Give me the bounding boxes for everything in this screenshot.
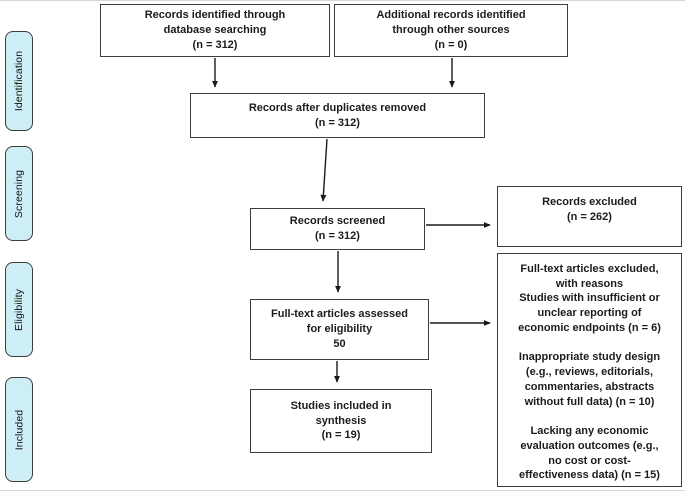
box-fulltext-assessed: Full-text articles assessed for eligibil… <box>250 299 429 360</box>
box-records-after-duplicates-removed: Records after duplicates removed (n = 31… <box>190 93 485 138</box>
stage-label-identification: Identification <box>5 31 33 131</box>
stage-label-included: Included <box>5 377 33 482</box>
stage-label-text: Eligibility <box>13 288 26 331</box>
stage-label-text: Identification <box>13 50 26 112</box>
arrow-duplicates-to-screened <box>320 138 328 202</box>
box-records-screened: Records screened (n = 312) <box>250 208 425 250</box>
box-records-identified-database: Records identified through database sear… <box>100 4 330 57</box>
box-studies-included-synthesis: Studies included in synthesis (n = 19) <box>250 389 432 453</box>
stage-label-text: Included <box>13 409 25 450</box>
stage-label-eligibility: Eligibility <box>5 262 33 357</box>
stage-label-screening: Screening <box>5 146 33 241</box>
box-records-excluded: Records excluded (n = 262) <box>497 186 682 247</box>
box-fulltext-excluded-reasons: Full-text articles excluded, with reason… <box>497 253 682 487</box>
stage-label-text: Screening <box>13 169 25 218</box>
box-additional-records-other-sources: Additional records identified through ot… <box>334 4 568 57</box>
